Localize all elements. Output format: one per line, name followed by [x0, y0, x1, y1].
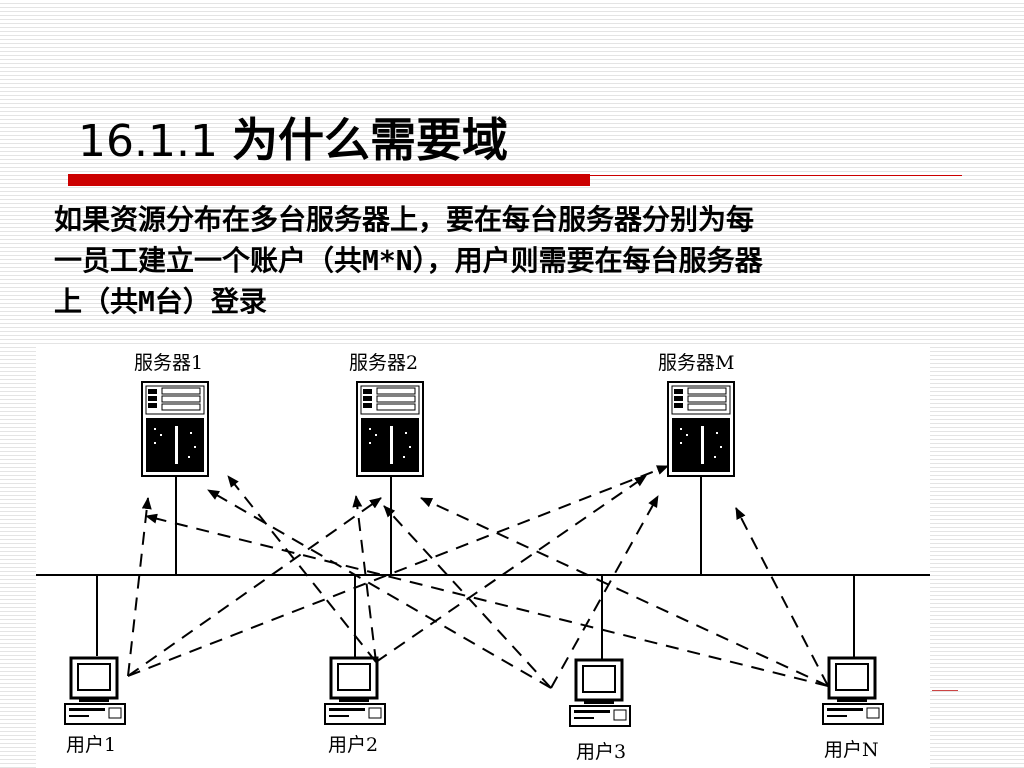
server-icon	[356, 381, 424, 477]
user-label: 用户2	[328, 734, 378, 756]
connection-arrow-user-n-to-server-2	[420, 497, 829, 687]
user-label: 用户3	[576, 741, 626, 763]
user-n: 用户N	[821, 656, 885, 761]
connection-arrow-user-1-to-server-2	[127, 497, 382, 677]
connection-arrow-user-3-to-server-2	[383, 505, 552, 689]
network-diagram: 服务器1 服务器2 服务器M 用户1 用户2 用户3 用户N	[36, 346, 930, 768]
server-label: 服务器M	[658, 352, 734, 374]
connection-arrow-user-2-to-server-m	[375, 475, 647, 663]
body-line: 上（共M台）登录	[54, 285, 267, 318]
connection-arrow-user-n-to-server-m	[735, 507, 829, 687]
server-m: 服务器M	[658, 352, 735, 477]
decorative-red-stub	[932, 690, 958, 691]
title-text: 为什么需要域	[231, 113, 508, 167]
server-icon	[667, 381, 735, 477]
network-diagram-svg: 服务器1 服务器2 服务器M 用户1 用户2 用户3 用户N	[36, 352, 930, 763]
user-2: 用户2	[323, 656, 387, 756]
body-paragraph: 如果资源分布在多台服务器上，要在每台服务器分别为每 一员工建立一个账户（共M*N…	[54, 199, 954, 322]
connection-arrow-user-3-to-server-m	[550, 495, 659, 689]
body-line: 如果资源分布在多台服务器上，要在每台服务器分别为每	[54, 203, 755, 236]
connection-layer	[127, 465, 829, 689]
body-line: 一员工建立一个账户（共M*N），用户则需要在每台服务器	[54, 244, 763, 277]
connection-arrow-user-1-to-server-1	[127, 497, 152, 677]
connection-arrow-user-n-to-server-1	[145, 513, 829, 687]
connection-arrow-user-2-to-server-2	[352, 495, 377, 663]
user-1: 用户1	[63, 656, 127, 756]
connection-arrow-user-3-to-server-1	[207, 489, 552, 689]
computer-icon	[568, 658, 632, 728]
computer-icon	[63, 656, 127, 726]
computer-icon	[821, 656, 885, 726]
user-3: 用户3	[568, 658, 632, 763]
server-label: 服务器1	[134, 352, 203, 374]
user-label: 用户N	[824, 739, 879, 761]
server-2: 服务器2	[349, 352, 424, 477]
server-icon	[141, 381, 209, 477]
server-label: 服务器2	[349, 352, 418, 374]
computer-icon	[323, 656, 387, 726]
title-rule-line	[590, 175, 962, 176]
section-number: 16.1.1	[78, 116, 218, 167]
slide-title: 16.1.1 为什么需要域	[78, 104, 508, 170]
user-label: 用户1	[66, 734, 116, 756]
connection-arrow-user-1-to-server-m	[127, 465, 669, 677]
connection-arrow-user-2-to-server-1	[227, 475, 377, 663]
server-1: 服务器1	[134, 352, 209, 477]
title-underline-bar	[68, 174, 590, 186]
